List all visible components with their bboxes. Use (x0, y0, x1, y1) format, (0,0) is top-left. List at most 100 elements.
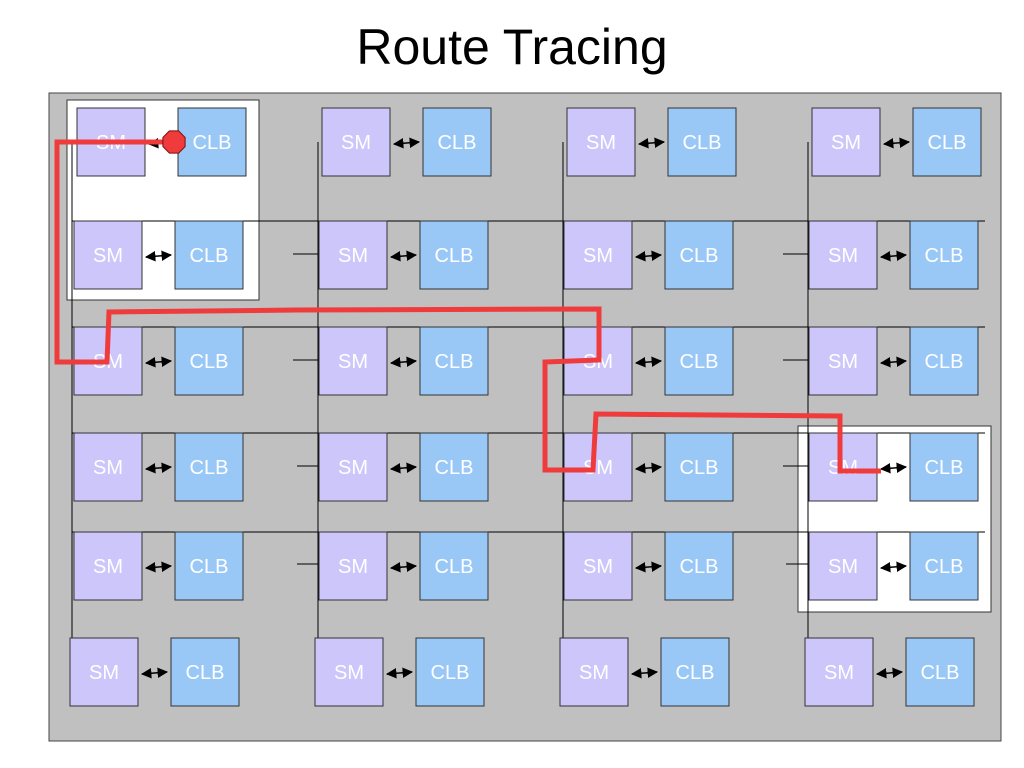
switch-matrix-label: SM (828, 556, 858, 578)
logic-block-label: CLB (676, 662, 715, 684)
bidirectional-arrow (140, 667, 169, 679)
switch-matrix-box (563, 432, 633, 502)
logic-block-box (177, 107, 247, 177)
switch-matrix-box (318, 432, 388, 502)
tile-r1-c1: SM CLB (318, 220, 489, 290)
bidirectional-arrow (144, 356, 173, 368)
logic-block-box (174, 220, 244, 290)
logic-block-label: CLB (190, 245, 229, 267)
switch-matrix-box (318, 531, 388, 601)
logic-block-box (419, 531, 489, 601)
switch-matrix-label: SM (338, 245, 368, 267)
logic-block-label: CLB (928, 132, 967, 154)
logic-block-label: CLB (680, 351, 719, 373)
logic-block-label: CLB (435, 245, 474, 267)
switch-matrix-box (318, 220, 388, 290)
switch-matrix-label: SM (338, 556, 368, 578)
bidirectional-arrow (385, 667, 414, 679)
logic-block-box (667, 107, 737, 177)
logic-block-box (419, 432, 489, 502)
traced-route (54, 130, 881, 474)
tile-r0-c2: SM CLB (566, 107, 737, 177)
source-pin-octagon (162, 130, 186, 154)
switch-matrix-box (563, 531, 633, 601)
switch-matrix-box (563, 220, 633, 290)
logic-block-box (664, 326, 734, 396)
switch-matrix-box (566, 107, 636, 177)
logic-block-label: CLB (190, 457, 229, 479)
bidirectional-arrow (144, 250, 173, 262)
logic-block-box (909, 220, 979, 290)
logic-block-box (909, 531, 979, 601)
bidirectional-arrow (389, 250, 418, 262)
logic-block-box (905, 637, 975, 707)
logic-block-label: CLB (680, 556, 719, 578)
bidirectional-arrow (389, 561, 418, 573)
switch-matrix-label: SM (583, 457, 613, 479)
switch-matrix-box (314, 637, 384, 707)
logic-block-label: CLB (190, 556, 229, 578)
logic-block-label: CLB (431, 662, 470, 684)
tile-r4-c2: SM CLB (563, 531, 734, 601)
switch-matrix-label: SM (828, 457, 858, 479)
tile-r4-c0: SM CLB (73, 531, 244, 601)
logic-block-label: CLB (925, 457, 964, 479)
tile-r3-c0: SM CLB (73, 432, 244, 502)
switch-matrix-label: SM (93, 457, 123, 479)
switch-matrix-label: SM (824, 662, 854, 684)
bidirectional-arrow (875, 667, 904, 679)
switch-matrix-box (318, 326, 388, 396)
logic-block-label: CLB (925, 245, 964, 267)
switch-matrix-label: SM (828, 351, 858, 373)
bidirectional-arrow (144, 462, 173, 474)
switch-matrix-label: SM (586, 132, 616, 154)
route-path (54, 139, 881, 474)
switch-matrix-box (808, 220, 878, 290)
logic-block-box (422, 107, 492, 177)
logic-block-label: CLB (921, 662, 960, 684)
switch-matrix-label: SM (341, 132, 371, 154)
bidirectional-arrow (634, 250, 663, 262)
switch-matrix-box (69, 637, 139, 707)
logic-block-label: CLB (190, 351, 229, 373)
logic-block-box (909, 432, 979, 502)
logic-block-label: CLB (925, 351, 964, 373)
switch-matrix-label: SM (583, 556, 613, 578)
logic-block-label: CLB (438, 132, 477, 154)
logic-block-label: CLB (925, 556, 964, 578)
tile-r4-c3: SM CLB (808, 531, 979, 601)
switch-matrix-label: SM (93, 245, 123, 267)
logic-block-label: CLB (683, 132, 722, 154)
bidirectional-arrow (634, 462, 663, 474)
switch-matrix-label: SM (338, 457, 368, 479)
bidirectional-arrow (634, 356, 663, 368)
switch-matrix-box (808, 326, 878, 396)
switch-matrix-box (808, 432, 878, 502)
bidirectional-arrow (879, 561, 908, 573)
switch-matrix-label: SM (93, 556, 123, 578)
bidirectional-arrow (882, 137, 911, 149)
switch-matrix-box (811, 107, 881, 177)
bidirectional-arrow (392, 137, 421, 149)
logic-block-label: CLB (193, 132, 232, 154)
logic-block-box (664, 220, 734, 290)
bidirectional-arrow (879, 250, 908, 262)
logic-block-label: CLB (680, 457, 719, 479)
switch-matrix-box (559, 637, 629, 707)
bidirectional-arrow (879, 462, 908, 474)
bidirectional-arrow (634, 561, 663, 573)
bidirectional-arrow (389, 356, 418, 368)
switch-matrix-label: SM (579, 662, 609, 684)
logic-block-box (174, 531, 244, 601)
switch-matrix-label: SM (828, 245, 858, 267)
logic-block-box (174, 432, 244, 502)
logic-block-box (419, 326, 489, 396)
logic-block-box (174, 326, 244, 396)
logic-block-label: CLB (680, 245, 719, 267)
